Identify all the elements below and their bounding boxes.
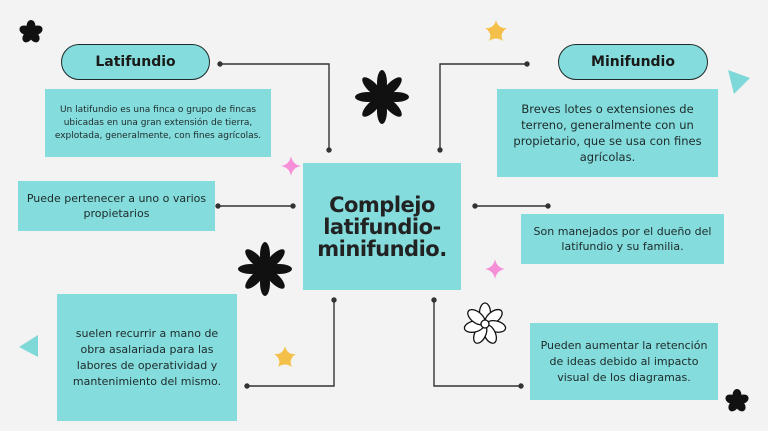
- minifundio-label-text: Minifundio: [591, 54, 675, 70]
- outline-flower-icon: [463, 302, 507, 344]
- pink-sparkle-icon: [281, 156, 301, 176]
- asterisk-flower-icon: [238, 242, 292, 296]
- pink-sparkle-icon: [485, 259, 505, 279]
- minifundio-definition-text: Breves lotes o extensiones de terreno, g…: [513, 102, 702, 164]
- minifundio-managed-text: Son manejados por el dueño del latifundi…: [533, 225, 712, 253]
- latifundio-label: Latifundio: [61, 44, 210, 80]
- teal-triangle-icon: [19, 335, 38, 357]
- yellow-star-icon: [274, 346, 296, 367]
- latifundio-labor-box: suelen recurrir a mano de obra asalariad…: [57, 294, 237, 421]
- small-flower-icon: [725, 389, 749, 412]
- small-flower-icon: [19, 20, 43, 43]
- latifundio-labor-text: suelen recurrir a mano de obra asalariad…: [72, 326, 222, 388]
- retention-note-box: Pueden aumentar la retención de ideas de…: [530, 323, 718, 400]
- retention-note-text: Pueden aumentar la retención de ideas de…: [540, 338, 708, 384]
- latifundio-owners-box: Puede pertenecer a uno o varios propieta…: [18, 181, 215, 231]
- central-topic-title: Complejo latifundio-minifundio.: [317, 192, 447, 261]
- minifundio-definition-box: Breves lotes o extensiones de terreno, g…: [497, 89, 718, 177]
- asterisk-flower-icon: [355, 70, 409, 124]
- minifundio-managed-box: Son manejados por el dueño del latifundi…: [521, 214, 724, 264]
- latifundio-definition-text: Un latifundio es una finca o grupo de fi…: [54, 104, 262, 141]
- latifundio-definition-box: Un latifundio es una finca o grupo de fi…: [45, 89, 271, 157]
- latifundio-label-text: Latifundio: [95, 54, 176, 70]
- central-topic: Complejo latifundio-minifundio.: [303, 163, 461, 290]
- minifundio-label: Minifundio: [558, 44, 708, 80]
- latifundio-owners-text: Puede pertenecer a uno o varios propieta…: [26, 192, 207, 220]
- yellow-star-icon: [485, 20, 507, 41]
- teal-triangle-icon: [728, 70, 750, 94]
